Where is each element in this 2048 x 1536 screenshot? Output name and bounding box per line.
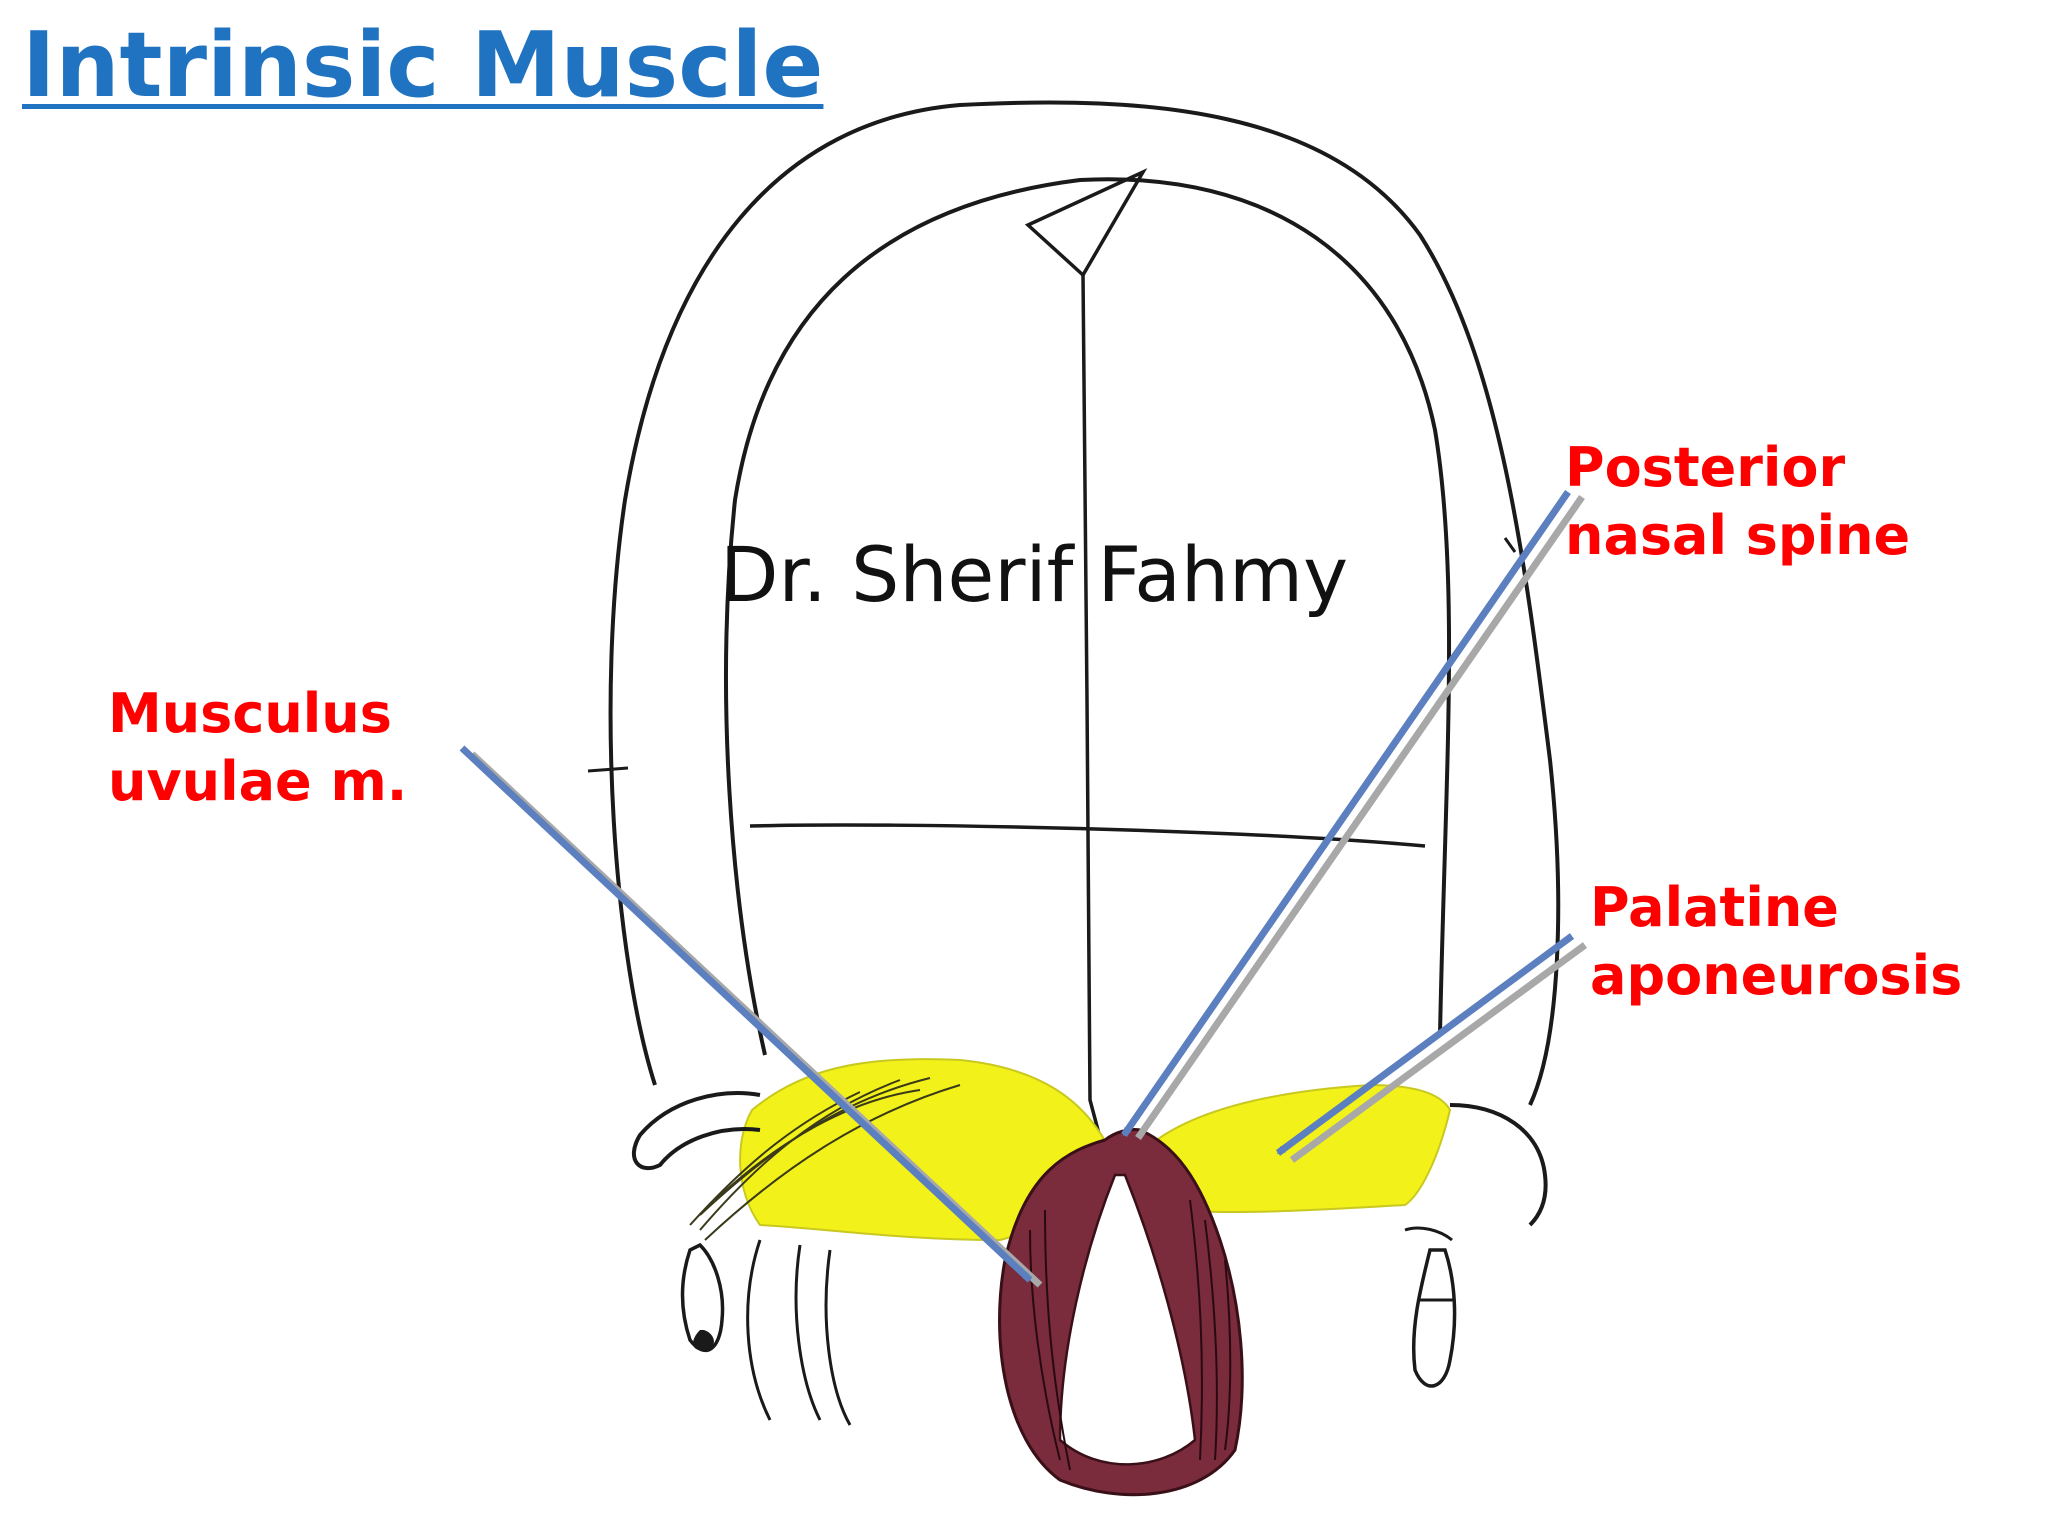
incisive-papilla — [1024, 168, 1148, 278]
uvula-fibers — [1029, 1199, 1232, 1471]
left-hamulus — [680, 1242, 725, 1353]
label-posterior-nasal-spine-line2: nasal spine — [1565, 504, 1911, 567]
arrow-posterior-nasal-spine-shadow — [1135, 495, 1585, 1140]
right-lateral-structure — [1449, 1103, 1548, 1227]
right-hamulus-detail — [1404, 1226, 1455, 1302]
outer-arch-outline — [608, 100, 1561, 1106]
slide-title: Intrinsic Muscle — [22, 13, 824, 118]
median-palatine-suture — [1081, 274, 1108, 1161]
right-hamulus — [1411, 1248, 1457, 1388]
arrow-palatine-aponeurosis — [1275, 933, 1575, 1156]
uvula-central-gap — [1058, 1173, 1197, 1466]
left-muscle-hatching — [689, 1077, 961, 1241]
label-palatine-aponeurosis-line1: Palatine — [1590, 876, 1839, 939]
pointer-arrows — [459, 490, 1588, 1288]
arrow-palatine-aponeurosis-shadow — [1289, 942, 1588, 1163]
label-musculus-uvulae-line1: Musculus — [108, 682, 392, 745]
label-posterior-nasal-spine: Posterior nasal spine — [1565, 434, 1910, 570]
label-palatine-aponeurosis-line2: aponeurosis — [1590, 944, 1963, 1007]
label-musculus-uvulae-line2: uvulae m. — [108, 750, 408, 813]
arrow-musculus-uvulae — [459, 745, 1033, 1283]
sketch-tick-left — [587, 766, 629, 773]
left-lateral-structure — [632, 1091, 761, 1171]
label-palatine-aponeurosis: Palatine aponeurosis — [1590, 874, 1962, 1010]
label-posterior-nasal-spine-line1: Posterior — [1565, 436, 1846, 499]
author-watermark: Dr. Sherif Fahmy — [720, 530, 1349, 619]
label-musculus-uvulae: Musculus uvulae m. — [108, 680, 407, 816]
arrow-posterior-nasal-spine — [1121, 490, 1571, 1137]
inner-arch-outline — [724, 177, 1452, 1056]
left-hamulus-tip — [693, 1330, 714, 1351]
left-pillar-lines — [746, 1239, 852, 1426]
sketch-tick-right — [1503, 537, 1517, 553]
